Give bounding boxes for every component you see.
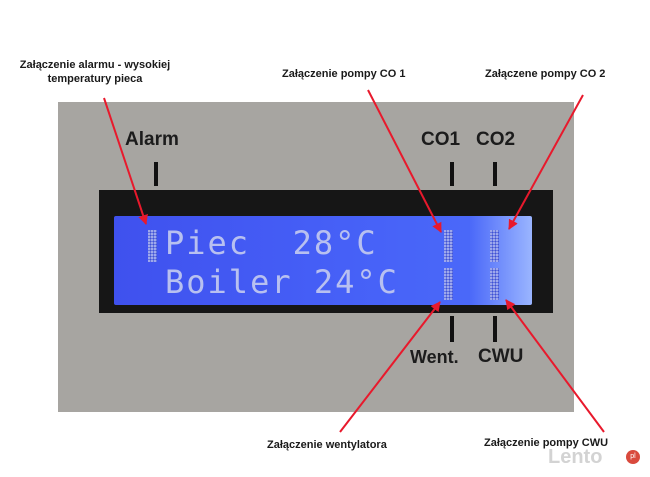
arrow-co1 (367, 89, 442, 233)
went-tick (450, 316, 454, 342)
cwu-indicator (490, 268, 499, 300)
callout-cwu: Załączenie pompy CWU (484, 437, 609, 449)
cwu-label: CWU (478, 346, 524, 367)
cwu-tick (493, 316, 497, 342)
watermark-logo: Lento (548, 446, 603, 468)
arrow-alarm (103, 97, 148, 225)
arrow-co2 (508, 94, 584, 230)
lcd-line-boiler: Boiler 24°C (165, 263, 399, 301)
lcd-line-piec: Piec 28°C (165, 224, 378, 262)
went-indicator (444, 268, 453, 300)
arrow-cwu (505, 299, 605, 433)
alarm-indicator (148, 230, 157, 262)
watermark-pl-badge: pl (626, 450, 640, 464)
alarm-tick (154, 162, 158, 186)
callout-went: Załączenie wentylatora (267, 439, 387, 451)
callout-alarm: Załączenie alarmu - wysokiej temperatury… (19, 59, 171, 85)
co1-indicator (444, 230, 453, 262)
arrow-went (339, 301, 441, 433)
lcd-display (114, 216, 532, 305)
co1-tick (450, 162, 454, 186)
co2-label: CO2 (476, 129, 516, 150)
co2-tick (493, 162, 497, 186)
alarm-label: Alarm (125, 129, 179, 150)
callout-co1: Załączenie pompy CO 1 (282, 68, 406, 80)
went-label: Went. (410, 347, 459, 367)
callout-co2: Załączene pompy CO 2 (485, 68, 606, 80)
co2-indicator (490, 230, 499, 262)
co1-label: CO1 (421, 129, 461, 150)
